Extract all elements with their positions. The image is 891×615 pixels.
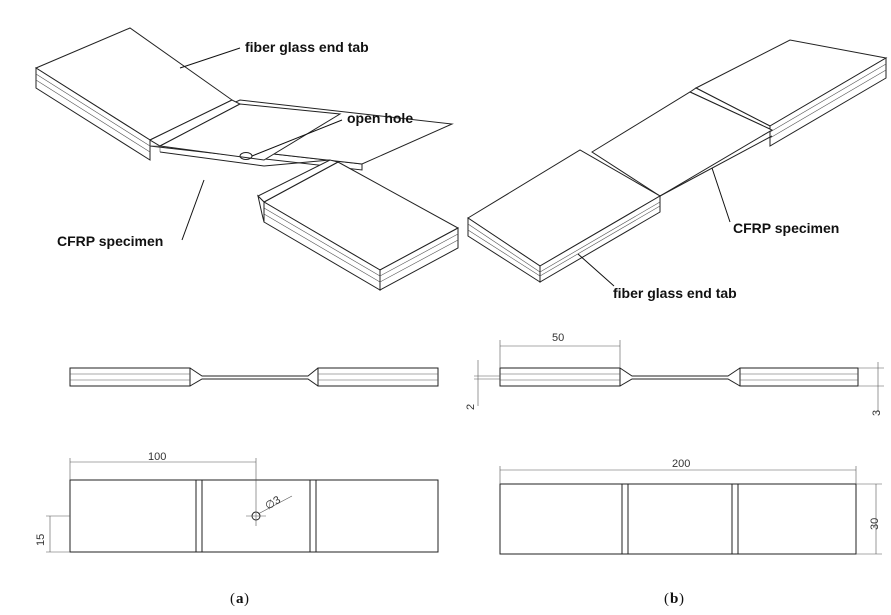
label-cfrp-specimen-a: CFRP specimen: [57, 233, 163, 249]
label-open-hole-a: open hole: [347, 110, 413, 126]
side-view-a: [69, 367, 439, 387]
top-view-b: [499, 466, 882, 555]
leader-fiber-glass-a: [179, 47, 241, 69]
leader-cfrp-a: [181, 179, 205, 241]
caption-a: ( a ): [230, 591, 249, 607]
dim-width-30-b: 30: [869, 518, 881, 530]
caption-b: ( b ): [664, 591, 684, 607]
svg-text:): ): [679, 591, 684, 607]
dim-tab-length-b: 50: [552, 332, 564, 344]
label-fiber-glass-end-tab-b: fiber glass end tab: [613, 285, 737, 301]
dim-length-100-a: 100: [148, 451, 166, 463]
top-view-a: [46, 458, 439, 553]
svg-text:): ): [244, 591, 249, 607]
svg-text:(: (: [230, 591, 235, 607]
cfrp-strip-b: [591, 91, 774, 197]
leader-fiber-glass-b: [577, 253, 615, 287]
dim-length-200-b: 200: [672, 458, 690, 470]
label-cfrp-specimen-b: CFRP specimen: [733, 220, 839, 236]
leader-open-hole-a: [251, 119, 343, 157]
side-view-b: [474, 340, 884, 412]
dim-thickness-3-b: 3: [871, 410, 883, 416]
label-fiber-glass-end-tab-a: fiber glass end tab: [245, 39, 369, 55]
isometric-view-b: [467, 39, 888, 287]
dim-width-15-a: 15: [35, 534, 47, 546]
svg-text:a: a: [236, 591, 244, 607]
svg-text:b: b: [670, 591, 678, 607]
dim-thickness-2-b: 2: [465, 404, 477, 410]
leader-cfrp-b: [711, 167, 731, 223]
svg-text:(: (: [664, 591, 669, 607]
isometric-view-a: [34, 27, 460, 291]
